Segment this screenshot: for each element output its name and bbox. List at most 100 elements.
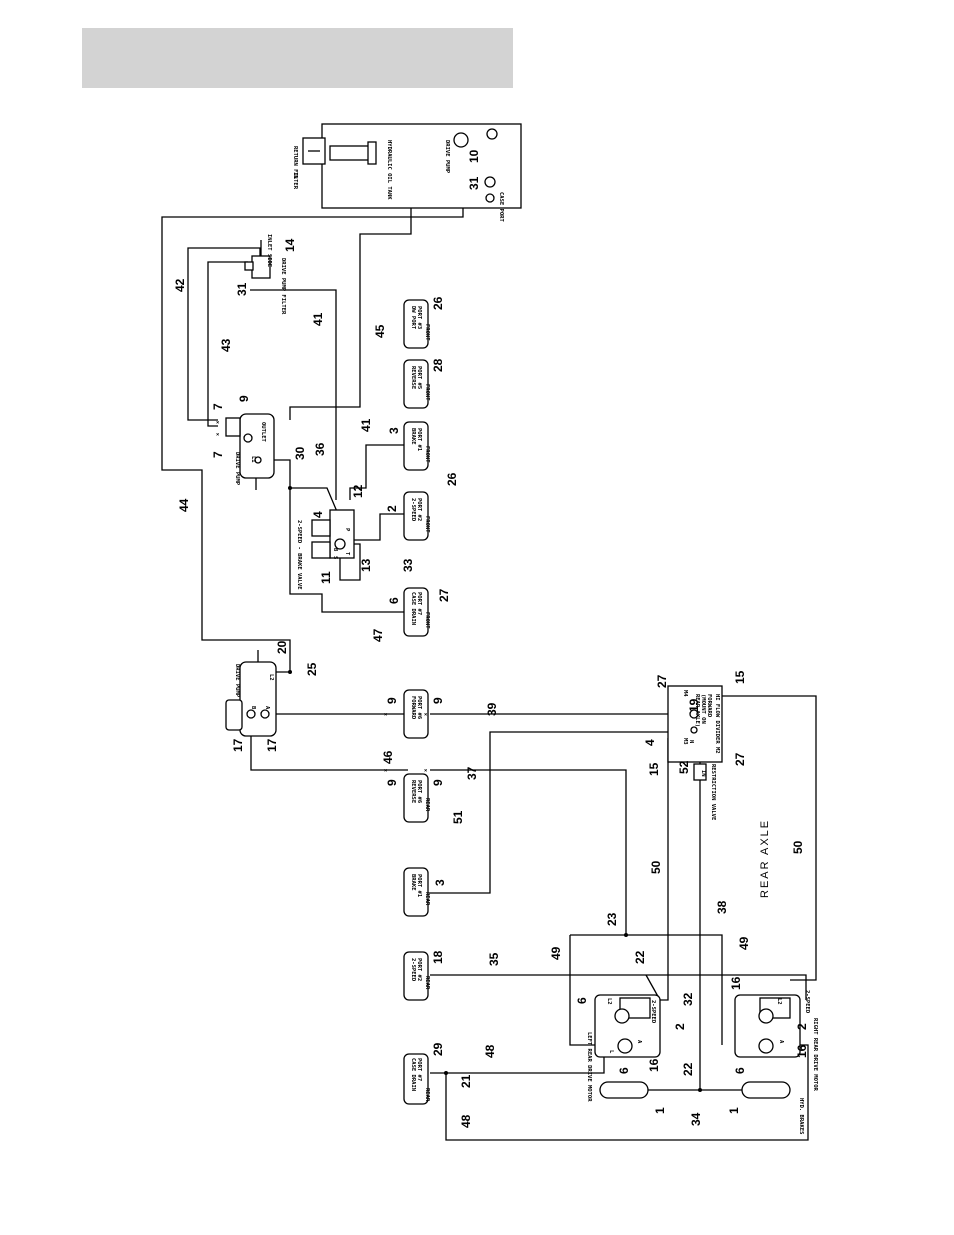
flow-divider-line4: REAR AXLE) — [694, 694, 700, 727]
cross-mark: × — [216, 432, 219, 438]
front-port-4-line1: PORT #2 — [416, 498, 422, 521]
valve-p-label: P — [344, 528, 350, 532]
restriction-valve: RESTRICTION VALVE IN — [693, 763, 716, 820]
right-motor-a-label: A — [778, 1040, 784, 1044]
callout: 27 — [733, 752, 747, 766]
rear-axle-label: REAR AXLE — [759, 819, 771, 898]
left-motor-l-label: L — [608, 1050, 614, 1054]
drive-pump-l2-label: L2 — [268, 674, 274, 681]
front-port-3-line3: FRONT — [424, 446, 430, 463]
return-filter-label: RETURN FILTER — [292, 146, 298, 190]
drive-pump-upper: DRIVE PUMP OUTLET L1 — [225, 413, 275, 490]
callout: 32 — [681, 992, 695, 1006]
front-port-4-line2: 2-SPEED — [410, 498, 416, 522]
callout: 9 — [431, 697, 445, 704]
callout: 2 — [673, 1023, 687, 1030]
callout: 6 — [575, 997, 589, 1004]
front-port-1-line2: DW PORT — [410, 306, 416, 330]
front-port-boxes: PORT #3 DW PORT FRONT PORT #5 REVERSE FR… — [403, 299, 430, 739]
rear-port-4-line1: PORT #7 — [416, 1058, 422, 1081]
callout: 3 — [433, 879, 447, 886]
front-port-5-line1: PORT #7 — [416, 592, 422, 615]
hydraulic-lines — [161, 160, 817, 1141]
left-rear-drive-motor: LEFT REAR DRIVE MOTOR 2-SPEED L A L2 — [586, 994, 661, 1102]
brakes-label: HYD. BRAKES — [798, 1098, 804, 1134]
callout: 6 — [733, 1067, 747, 1074]
callout: 3 — [387, 427, 401, 434]
right-rear-drive-motor: RIGHT REAR DRIVE MOTOR 2-SPEED L2 A — [734, 990, 818, 1092]
callout: 48 — [459, 1114, 473, 1128]
flow-divider-line1: FORWARD — [706, 694, 712, 718]
rear-port-2-line2: BRAKE — [410, 874, 416, 891]
callout: 1 — [653, 1107, 667, 1114]
front-port-2-line1: PORT #5 — [416, 366, 422, 389]
callout: 9 — [431, 779, 445, 786]
callout: 9 — [385, 779, 399, 786]
callout: 13 — [359, 558, 373, 572]
callout: 28 — [431, 358, 445, 372]
two-speed-brake-valve: 2-SPEED - BRAKE VALVE P T B S — [296, 509, 355, 590]
front-port-5-line3: FRONT — [424, 612, 430, 629]
front-port-1-line3: FRONT — [424, 324, 430, 341]
callout: 30 — [293, 446, 307, 460]
junctions: × × × × × × — [216, 420, 702, 1092]
rear-port-boxes: PORT #6 REVERSE REAR PORT #1 BRAKE REAR … — [403, 773, 430, 1105]
rear-port-2-line3: REAR — [424, 892, 430, 906]
callout: 48 — [483, 1044, 497, 1058]
tank-drive-pump-label: DRIVE PUMP — [444, 140, 450, 174]
left-motor-speed: 2-SPEED — [650, 1000, 656, 1024]
callout: 21 — [459, 1074, 473, 1088]
callout: 6 — [617, 1067, 631, 1074]
callout: 11 — [319, 571, 333, 584]
callout: 39 — [485, 702, 499, 716]
callout: 18 — [431, 950, 445, 964]
callout: 16 — [647, 1058, 661, 1072]
callout: 29 — [431, 1042, 445, 1056]
callout: 4 — [311, 511, 325, 518]
callouts: 10 31 14 31 41 45 42 43 26 28 9 7 7 3 41… — [173, 149, 809, 1128]
hydraulic-brakes: HYD. BRAKES — [599, 1081, 804, 1134]
callout: 22 — [681, 1062, 695, 1076]
drive-pump-filter: INLET SIDE DRIVE PUMP FILTER — [244, 234, 286, 315]
tank-case-port-label: CASE PORT — [498, 192, 504, 222]
callout: 2 — [795, 1023, 809, 1030]
rear-port-3-line1: PORT #2 — [416, 958, 422, 981]
callout: 16 — [795, 1044, 809, 1058]
callout: 26 — [445, 472, 459, 486]
right-motor-l-label: L2 — [776, 998, 782, 1005]
callout: 52 — [677, 760, 691, 774]
callout: 7 — [211, 451, 225, 458]
callout: 33 — [401, 558, 415, 572]
callout: 1 — [727, 1107, 741, 1114]
callout: 37 — [465, 766, 479, 780]
callout: 20 — [275, 640, 289, 654]
front-port-4-line3: FRONT — [424, 516, 430, 533]
restriction-valve-label: RESTRICTION VALVE — [710, 764, 716, 820]
callout: 7 — [211, 403, 225, 410]
callout: 49 — [549, 946, 563, 960]
rear-port-3-line2: 2-SPEED — [410, 958, 416, 982]
rear-port-2-line1: PORT #1 — [416, 874, 422, 898]
front-port-6-line1: PORT #6 — [416, 696, 422, 720]
callout: 16 — [729, 976, 743, 990]
header-band — [82, 28, 513, 88]
rear-port-1-line1: PORT #6 — [416, 780, 422, 804]
filter-name-label: DRIVE PUMP FILTER — [280, 258, 286, 315]
valve-b-label: B — [332, 548, 338, 552]
tank-title: HYDRAULIC OIL TANK — [386, 140, 392, 200]
right-motor-name: RIGHT REAR DRIVE MOTOR — [812, 1018, 818, 1092]
front-port-3-line2: BRAKE — [410, 428, 416, 445]
callout: 43 — [219, 338, 233, 352]
front-port-1-line1: PORT #3 — [416, 306, 422, 329]
front-port-2-line2: REVERSE — [410, 366, 416, 389]
callout: 27 — [655, 674, 669, 688]
rear-port-4-line3: REAR — [424, 1088, 430, 1102]
callout: 25 — [305, 662, 319, 676]
callout: 38 — [715, 900, 729, 914]
callout: 47 — [371, 628, 385, 642]
front-port-5-line2: CASE DRAIN — [410, 592, 416, 625]
flow-divider-m3: M3 — [682, 738, 688, 745]
callout: 27 — [437, 588, 451, 602]
callout: 44 — [177, 498, 191, 512]
